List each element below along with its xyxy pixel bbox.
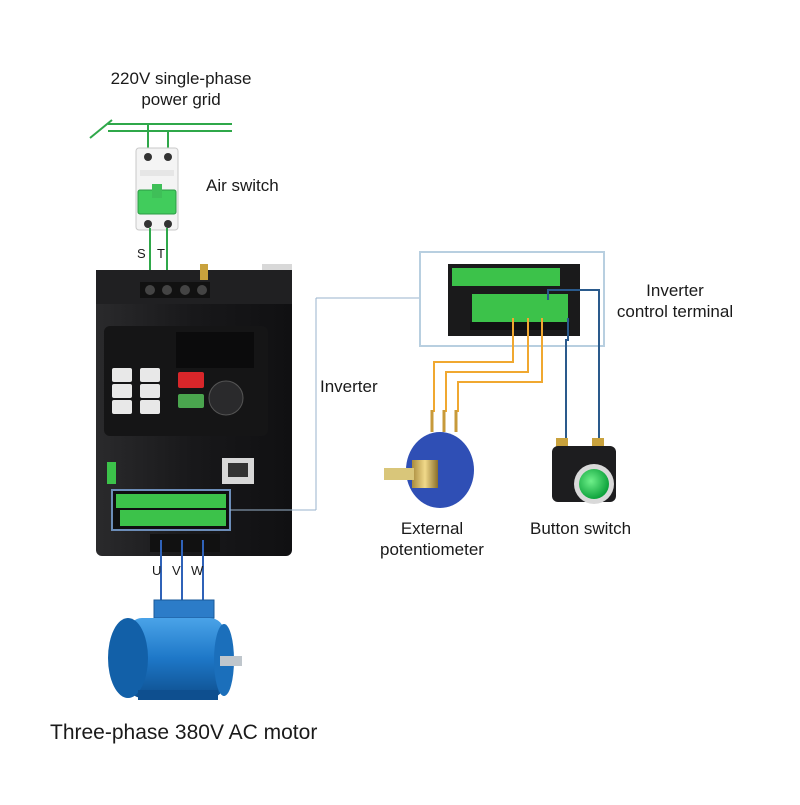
inverter-device [96,264,292,556]
control-terminal-line-1: Inverter [646,281,704,300]
phase-t-label: T [157,246,165,261]
inverter-label: Inverter [320,377,378,396]
button-switch-device [552,438,616,504]
potentiometer-wires [433,318,543,412]
potentiometer-line-1: External [400,519,464,538]
potentiometer-line-2: potentiometer [380,540,484,559]
air-switch-device [135,147,179,231]
control-terminal-line-2: control terminal [616,302,734,321]
phase-v-label: V [172,563,181,578]
phase-s-label: S [137,246,146,261]
motor-label: Three-phase 380V AC motor [50,721,318,744]
motor-wires [160,540,204,604]
air-switch-label: Air switch [206,176,279,195]
grid-label-line-1: 220V single-phase [110,69,252,88]
phase-u-label: U [152,563,162,578]
power-grid [89,119,232,150]
potentiometer-device [384,410,474,508]
grid-label-line-2: power grid [141,90,221,109]
phase-w-label: W [191,563,204,578]
grid-label: 220V single-phase power grid [96,68,266,110]
button-switch-label: Button switch [530,519,632,538]
button-wires [547,289,600,448]
control-terminal-label: Inverter control terminal [608,280,742,322]
motor-device [108,599,242,700]
potentiometer-label: External potentiometer [372,518,492,560]
